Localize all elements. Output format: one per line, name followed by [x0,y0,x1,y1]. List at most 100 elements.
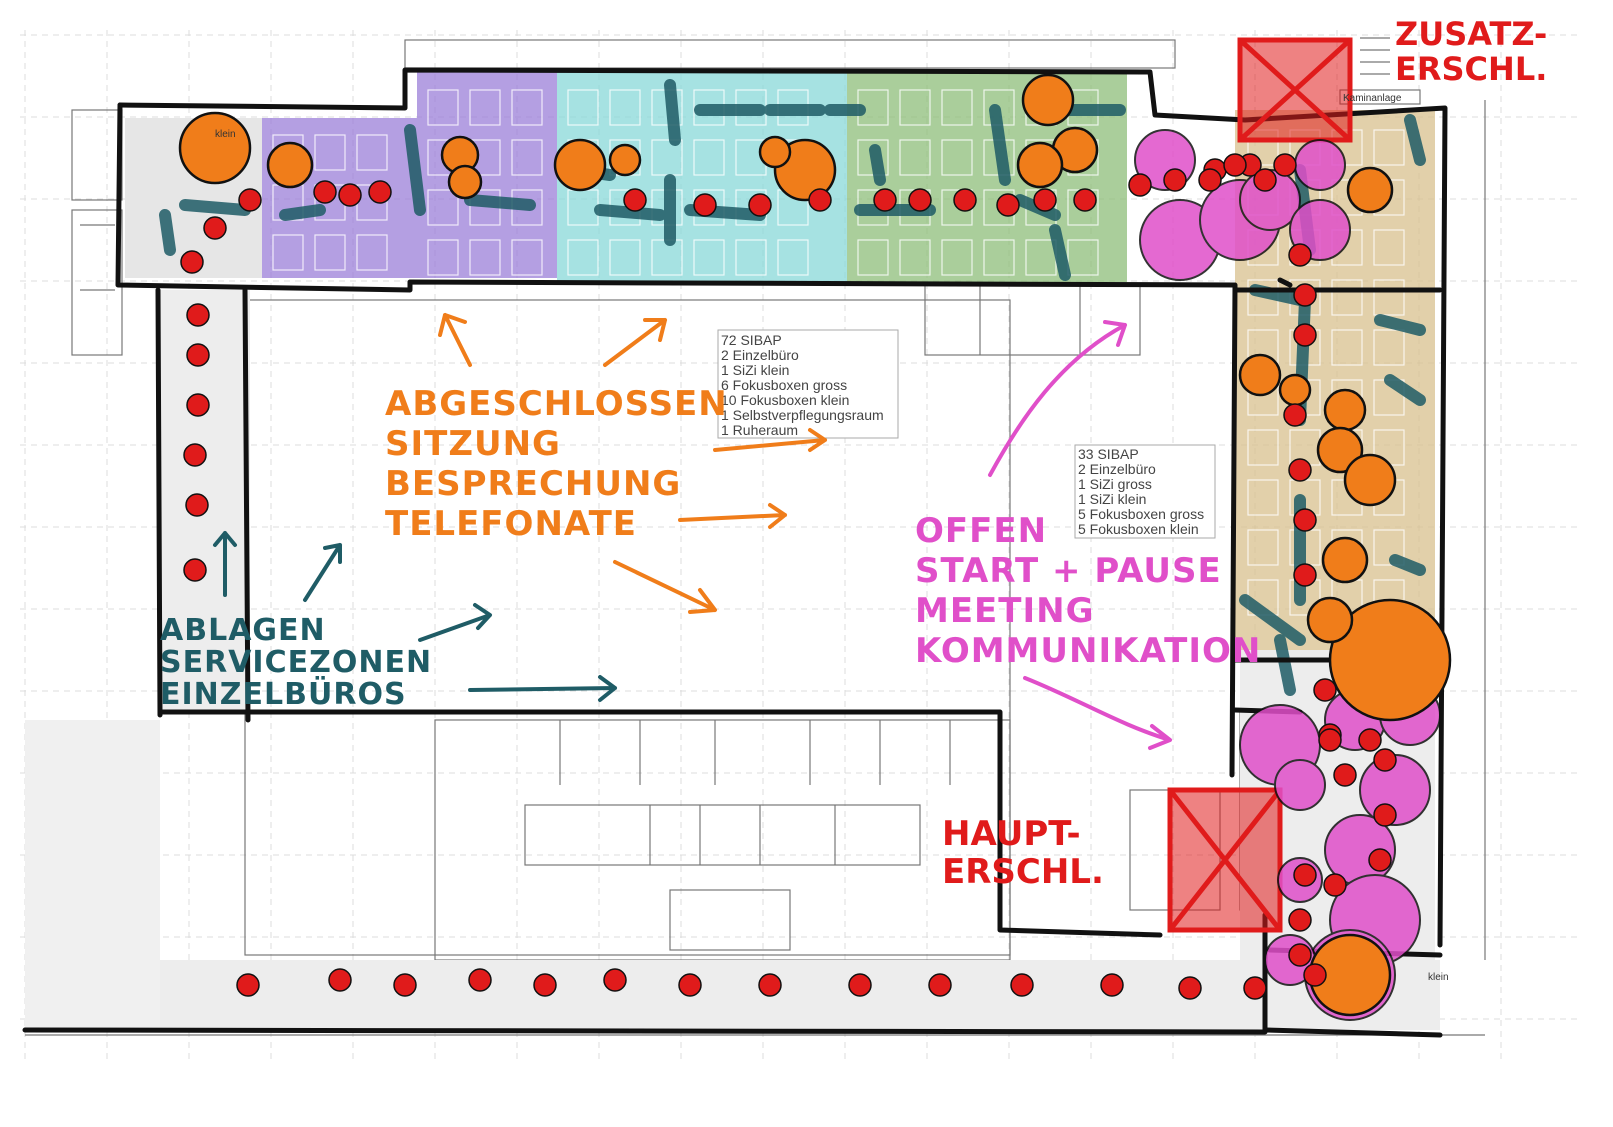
desk [609,89,641,126]
focus-box [1306,596,1354,644]
annotation-line: 5 Fokusboxen gross [1078,506,1204,522]
workspace-dot [238,188,262,212]
room-label-klein: klein [215,129,236,140]
desk [941,89,973,126]
workspace-dot [1288,943,1312,967]
storage-stroke [1049,224,1071,281]
meeting-bubble [1294,139,1346,191]
storage-stroke [1384,374,1426,406]
zone-gray-bottom [160,960,1440,1030]
workspace-dot [748,193,772,217]
annotation-line: START + PAUSE [915,551,1222,591]
workspace-dot [1373,748,1397,772]
room-label-klein-2: klein [1428,972,1449,983]
orange-arrows [438,313,827,614]
workspace-dot [236,973,260,997]
desk [1373,279,1405,316]
workspace-dot [1163,168,1187,192]
storage-stroke [1404,114,1426,166]
desk [1373,529,1405,566]
annotation-line: 1 SiZi klein [1078,491,1146,507]
workspace-dot [393,973,417,997]
desk [314,134,346,171]
focus-box [266,141,314,189]
desk [899,239,931,276]
desk [567,89,599,126]
storage-stroke [1239,594,1306,646]
desk [1247,529,1279,566]
desk [609,239,641,276]
desk [735,239,767,276]
room-label-kaminanlage: Kaminanlage [1343,93,1402,104]
desk [1331,329,1363,366]
desk [857,139,889,176]
workspace-dot [186,393,210,417]
workspace-dot [808,188,832,212]
annotation-line: 1 Ruheraum [721,422,798,438]
annotation-line: ERSCHL. [1395,50,1547,88]
workspace-dot [1288,908,1312,932]
desk [1373,229,1405,266]
workspace-dot [1333,763,1357,787]
annotation-line: 10 Fokusboxen klein [721,392,849,408]
workspace-dot [996,193,1020,217]
workspace-dot [1178,976,1202,1000]
workspace-dot [908,188,932,212]
workspace-dot [1293,563,1317,587]
desk [1331,279,1363,316]
desk [941,239,973,276]
zone-green [847,72,1127,282]
desk [427,89,459,126]
annotation-line: HAUPT- [942,814,1081,854]
desk [1373,329,1405,366]
workspace-dot [1288,458,1312,482]
storage-stroke [1274,634,1296,696]
focus-box-circles [178,73,1452,1017]
storage-stroke [1374,314,1426,336]
workspace-dot [185,493,209,517]
workspace-dot [953,188,977,212]
meeting-bubble [1274,759,1326,811]
storage-stroke [279,204,326,221]
workspace-dot [180,250,204,274]
focus-box [1346,166,1394,214]
annotation-line: 6 Fokusboxen gross [721,377,847,393]
workspace-dot [313,180,337,204]
workspace-dot [1293,283,1317,307]
workspace-dot [338,183,362,207]
workspace-dot [186,343,210,367]
annotation-line: TELEFONATE [385,504,637,544]
annotation-line: ABGESCHLOSSEN [385,384,728,424]
workspace-dot [1033,188,1057,212]
workspace-dot [1303,963,1327,987]
zusatz-stair-box [1237,37,1353,143]
desk [693,139,725,176]
svg-text:HAUPT-ERSCHL.: HAUPT-ERSCHL. [942,814,1104,892]
annotation-line: 1 SiZi gross [1078,476,1152,492]
haupt-stair-box [1167,787,1283,933]
desk [1067,239,1099,276]
annotation-line: ABLAGEN [160,613,326,648]
annotation-line: ERSCHL. [942,852,1104,892]
focus-box [1321,536,1369,584]
annotation-line: EINZELBÜROS [160,675,407,712]
desk [469,239,501,276]
workspace-dot [533,973,557,997]
annotation-line: BESPRECHUNG [385,464,681,504]
annotation-line: 2 Einzelbüro [1078,461,1156,477]
desk [427,189,459,226]
workspace-dot [186,303,210,327]
workspace-dot [873,188,897,212]
workspace-dot [848,973,872,997]
focus-box [1316,426,1364,474]
workspace-dot [1128,173,1152,197]
